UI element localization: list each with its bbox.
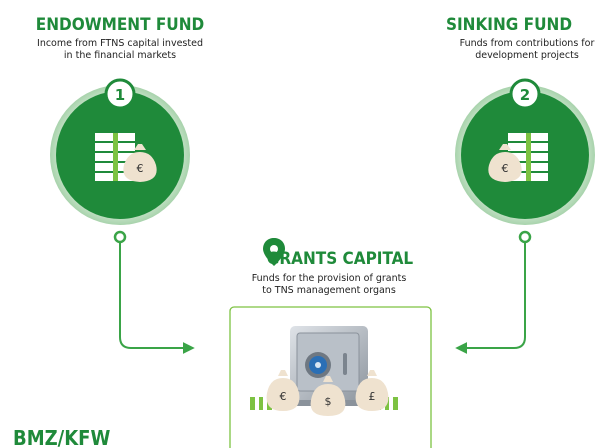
- endowment-fund-title: ENDOWMENT FUND: [36, 15, 204, 35]
- endowment-fund-currency: €: [137, 162, 144, 175]
- money-stack-left-icon: [250, 397, 272, 410]
- sinking-fund-description-line-2: development projects: [475, 50, 579, 61]
- sinking-to-grants-connector: [455, 242, 526, 354]
- money-bag-icon: €: [123, 144, 157, 182]
- money-stack-icon: [95, 133, 135, 181]
- sinking-fund-number-badge: [509, 78, 541, 110]
- endowment-fund-description-line-1: Income from FTNS capital invested: [37, 38, 203, 49]
- grants-capital-section: GRANTS CAPITAL Funds for the provision o…: [229, 238, 432, 448]
- endowment-to-grants-connector: [119, 242, 195, 354]
- sinking-fund-section: SINKING FUND Funds from contributions fo…: [446, 15, 595, 244]
- sinking-fund-title: SINKING FUND: [446, 15, 572, 35]
- money-bag-pound-symbol: £: [369, 390, 376, 403]
- money-bag-dollar-symbol: $: [325, 395, 332, 408]
- endowment-fund-section: ENDOWMENT FUND Income from FTNS capital …: [36, 15, 204, 244]
- money-bag-pound-icon: £: [355, 370, 389, 411]
- money-bag-euro-icon: €: [266, 370, 300, 411]
- safe-icon: [290, 326, 368, 406]
- money-stack-icon: [508, 133, 548, 181]
- sinking-fund-description-line-1: Funds from contributions for: [460, 38, 595, 49]
- endowment-fund-number: 1: [115, 86, 125, 104]
- bmz-kfw-label: BMZ/KFW: [13, 426, 110, 448]
- grants-capital-title: GRANTS CAPITAL: [267, 249, 414, 269]
- sinking-fund-currency: €: [502, 162, 509, 175]
- endowment-fund-connector-dot: [113, 230, 127, 244]
- money-bag-dollar-icon: $: [310, 376, 346, 416]
- grants-capital-description-line-1: Funds for the provision of grants: [252, 273, 407, 284]
- endowment-fund-description-line-2: in the financial markets: [64, 50, 176, 61]
- sinking-fund-number: 2: [520, 86, 530, 104]
- map-pin-icon: [263, 238, 285, 266]
- money-bag-euro-symbol: €: [280, 390, 287, 403]
- money-bag-icon: €: [488, 144, 522, 182]
- grants-capital-description-line-2: to TNS management organs: [262, 285, 396, 296]
- endowment-fund-number-badge: [104, 78, 136, 110]
- sinking-fund-connector-dot: [518, 230, 532, 244]
